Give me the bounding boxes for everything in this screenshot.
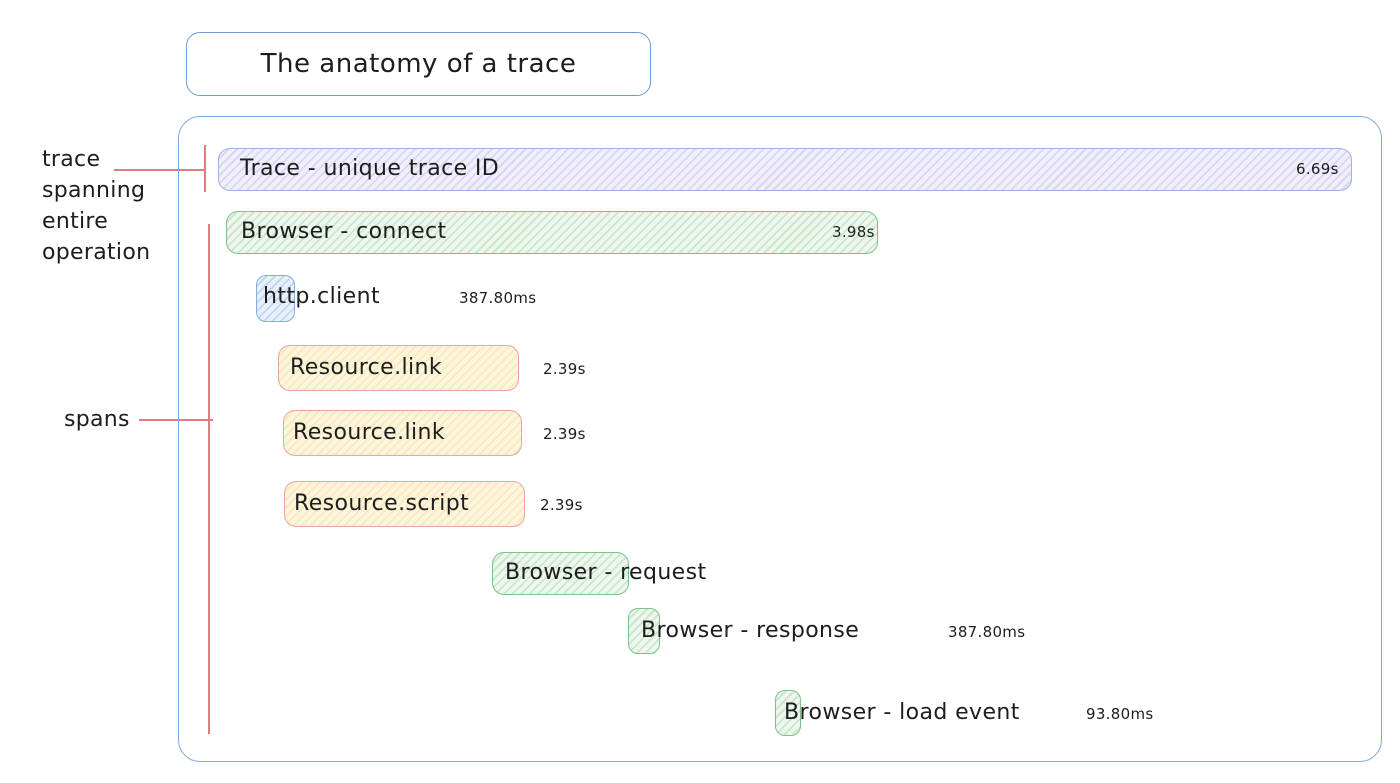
trace-note: trace spanning entire operation [42, 144, 150, 268]
trace-note-line-2: spanning [42, 178, 146, 203]
span-label-browser-request: Browser - request [505, 560, 707, 585]
diagram-title-box: The anatomy of a trace [186, 32, 651, 96]
span-duration-http-client: 387.80ms [459, 289, 537, 307]
span-duration-browser-load-event: 93.80ms [1086, 705, 1154, 723]
span-box-resource-link-1 [278, 345, 519, 391]
trace-note-line-4: operation [42, 240, 151, 265]
span-label-http-client: http.client [263, 284, 380, 309]
trace-note-line-1: trace [42, 147, 101, 172]
span-box-browser-response [628, 608, 660, 654]
spans-connector-vertical [208, 224, 210, 734]
trace-bar-label: Trace - unique trace ID [240, 156, 500, 181]
span-label-resource-script: Resource.script [294, 491, 470, 516]
spans-connector-horizontal [139, 419, 213, 421]
span-label-browser-load-event: Browser - load event [784, 700, 1020, 725]
trace-bar-duration: 6.69s [1296, 160, 1339, 178]
diagram-title: The anatomy of a trace [260, 49, 577, 79]
span-duration-resource-script: 2.39s [540, 496, 583, 514]
span-label-browser-connect: Browser - connect [241, 219, 447, 244]
span-box-browser-load-event [775, 690, 801, 736]
span-box-browser-connect [226, 211, 878, 254]
span-label-resource-link-1: Resource.link [290, 355, 442, 380]
span-box-browser-request [492, 552, 629, 595]
span-label-resource-link-2: Resource.link [293, 420, 445, 445]
trace-bar [218, 148, 1352, 191]
span-label-browser-response: Browser - response [641, 618, 860, 643]
span-duration-browser-connect: 3.98s [832, 223, 875, 241]
span-box-resource-link-2 [283, 410, 522, 456]
trace-note-line-3: entire [42, 209, 109, 234]
trace-container-box [178, 116, 1382, 762]
span-box-http-client [256, 275, 295, 322]
span-box-resource-script [284, 481, 525, 527]
span-duration-browser-response: 387.80ms [948, 623, 1026, 641]
span-duration-resource-link-1: 2.39s [543, 360, 586, 378]
spans-note: spans [64, 407, 130, 432]
span-duration-resource-link-2: 2.39s [543, 425, 586, 443]
trace-connector-vertical [204, 145, 206, 192]
trace-connector-horizontal [114, 169, 206, 171]
